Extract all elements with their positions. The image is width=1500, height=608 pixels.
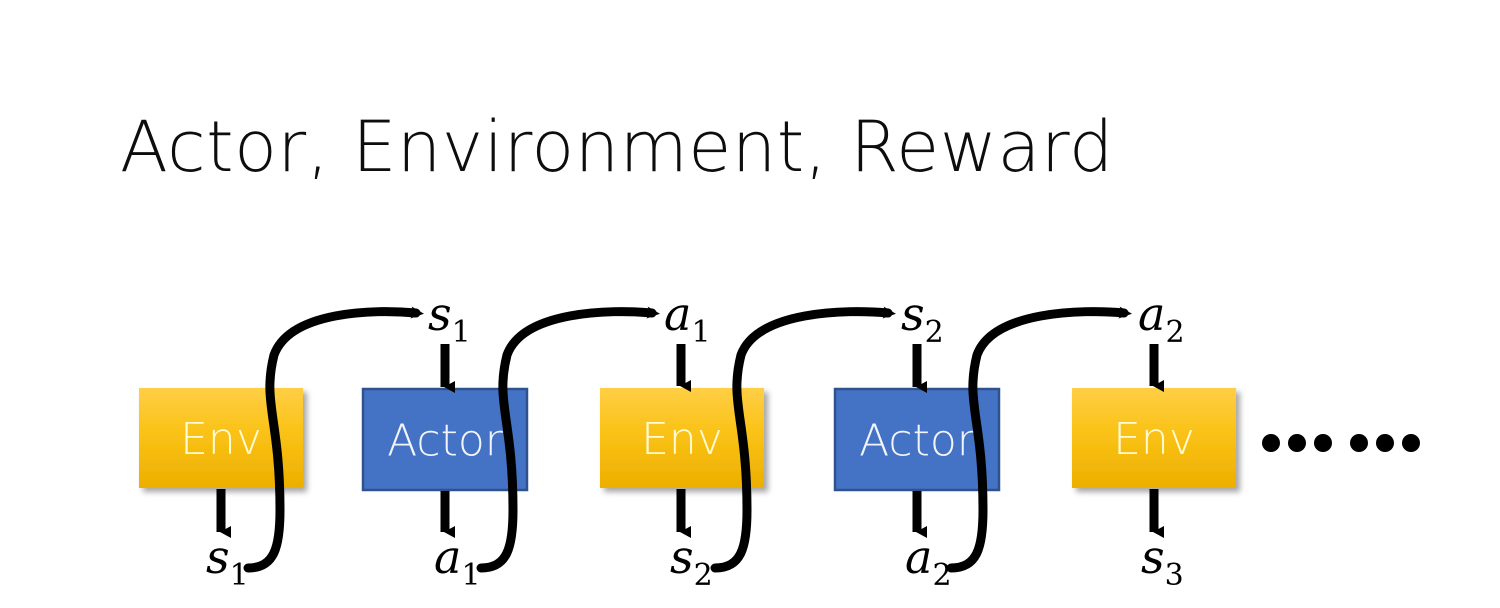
- node-rect: [361, 387, 529, 492]
- node-label: Actor: [387, 416, 504, 467]
- label-subscript: 1: [230, 558, 249, 593]
- label-subscript: 1: [461, 558, 480, 593]
- label-subscript: 1: [452, 315, 471, 350]
- label-subscript: 2: [1165, 315, 1184, 350]
- curve-a2: [946, 306, 1132, 573]
- node-env3[interactable]: Env: [1072, 388, 1236, 488]
- curve-a1: [476, 306, 660, 573]
- math-label-bot-a2: a2: [905, 530, 952, 593]
- ellipsis-dot: [1376, 434, 1394, 452]
- ellipsis-dot: [1288, 434, 1306, 452]
- label-subscript: 2: [694, 558, 713, 593]
- label-base: a1: [664, 287, 711, 350]
- node-label: Actor: [859, 416, 976, 467]
- label-subscript: 2: [932, 558, 951, 593]
- math-label-top-s1: s1: [428, 287, 471, 350]
- node-rect: [1072, 388, 1236, 488]
- top-labels: s1 a1 s2 a2: [428, 287, 1185, 350]
- label-base: a1: [434, 530, 481, 593]
- curve-s2: [710, 306, 896, 573]
- label-subscript: 1: [691, 315, 710, 350]
- label-base: s2: [670, 530, 713, 593]
- ellipsis-dot: [1350, 434, 1368, 452]
- feedback-connectors: [243, 306, 1132, 573]
- label-subscript: 2: [925, 315, 944, 350]
- label-base: s1: [428, 287, 471, 350]
- math-label-top-s2: s2: [901, 287, 944, 350]
- page-title: Actor, Environment, Reward: [120, 106, 1114, 188]
- ellipsis-dot: [1262, 434, 1280, 452]
- ellipsis-dot: [1402, 434, 1420, 452]
- math-label-bot-a1: a1: [434, 530, 481, 593]
- node-boxes: Env Actor Env Actor Env: [139, 387, 1236, 492]
- label-base: a2: [1138, 287, 1185, 350]
- node-label: Env: [641, 414, 723, 465]
- continuation-ellipsis: [1262, 434, 1420, 452]
- curve-s1: [243, 306, 424, 573]
- node-label: Env: [1113, 414, 1195, 465]
- node-env2[interactable]: Env: [600, 388, 764, 488]
- incoming-arrows: [440, 344, 1164, 393]
- label-subscript: 3: [1165, 558, 1184, 593]
- label-base: s3: [1141, 530, 1184, 593]
- label-base: s1: [206, 530, 249, 593]
- ellipsis-dot: [1314, 434, 1332, 452]
- bottom-labels: s1 a1 s2 a2 s3: [206, 530, 1184, 593]
- label-base: a2: [905, 530, 952, 593]
- math-label-top-a1: a1: [664, 287, 711, 350]
- outgoing-arrows: [216, 489, 1164, 538]
- node-actor1[interactable]: Actor: [361, 387, 529, 492]
- math-label-top-a2: a2: [1138, 287, 1185, 350]
- math-label-bot-s3: s3: [1141, 530, 1184, 593]
- node-label: Env: [180, 414, 262, 465]
- math-label-bot-s1: s1: [206, 530, 249, 593]
- label-base: s2: [901, 287, 944, 350]
- math-label-bot-s2: s2: [670, 530, 713, 593]
